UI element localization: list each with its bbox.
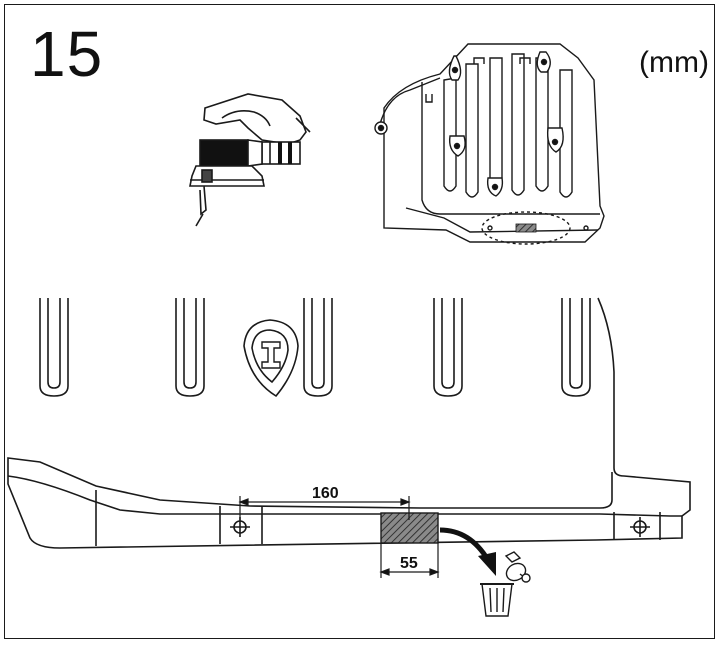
step-number: 15 [30, 18, 104, 90]
dimension-55-label: 55 [400, 555, 418, 572]
closeup-slots [39, 298, 591, 397]
dimension-160-label: 160 [312, 485, 339, 502]
diagram-frame [4, 4, 715, 639]
housing-lid-part [374, 43, 605, 245]
removal-arrow-icon [439, 527, 496, 576]
closeup-screw-clip [243, 319, 299, 398]
dimension-55 [379, 543, 440, 578]
trash-bin-icon [480, 583, 514, 617]
unit-label: (mm) [639, 46, 709, 79]
closeup-lid-edge [7, 297, 691, 549]
dimension-160 [238, 496, 411, 520]
jigsaw-tool-icon [189, 93, 311, 227]
screw-clip-icon [504, 551, 531, 583]
